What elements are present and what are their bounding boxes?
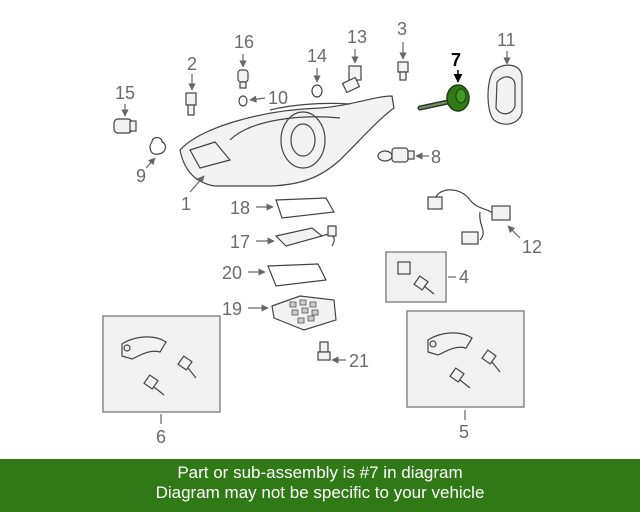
grommet-9-part[interactable] (149, 136, 167, 155)
bulb-10-part[interactable] (238, 95, 248, 107)
bulb-16-part[interactable] (237, 69, 249, 89)
highlighted-part-7[interactable] (417, 84, 470, 112)
leader-10 (249, 95, 266, 103)
notice-banner: Part or sub-assembly is #7 in diagram Di… (0, 459, 640, 512)
callout-7: 7 (451, 50, 461, 70)
callout-18: 18 (230, 198, 250, 218)
screw-3-part[interactable] (397, 61, 409, 81)
callout-5: 5 (459, 422, 469, 442)
callout-21: 21 (349, 351, 369, 371)
bolt-21-part[interactable] (317, 341, 331, 361)
callout-14: 14 (307, 46, 327, 66)
callout-15: 15 (115, 83, 135, 103)
wiring-harness-12-part[interactable] (427, 189, 511, 245)
banner-line-part-number: Part or sub-assembly is #7 in diagram (177, 463, 463, 482)
leader-9 (145, 157, 156, 169)
leader-1 (189, 175, 205, 193)
headlamp-assembly-part[interactable] (179, 95, 395, 187)
cover-11-part[interactable] (487, 64, 523, 125)
connector-13-part[interactable] (341, 65, 362, 94)
callout-16: 16 (234, 32, 254, 52)
callout-13: 13 (347, 27, 367, 47)
callout-3: 3 (397, 19, 407, 39)
callout-4: 4 (459, 267, 469, 287)
gasket-18-part[interactable] (275, 197, 335, 219)
ballast-19-part[interactable] (271, 295, 337, 331)
part-5-box[interactable] (406, 310, 525, 408)
callout-12: 12 (522, 237, 542, 257)
part-4-box[interactable] (385, 251, 447, 303)
callout-9: 9 (136, 166, 146, 186)
socket-15-part[interactable] (113, 118, 137, 134)
gasket-20-part[interactable] (267, 263, 327, 287)
callout-10: 10 (268, 88, 288, 108)
clip-and-bolt-4-part (397, 261, 435, 295)
callout-1: 1 (181, 194, 191, 214)
callout-17: 17 (230, 232, 250, 252)
module-17-part[interactable] (274, 225, 337, 247)
callout-20: 20 (222, 263, 242, 283)
callout-8: 8 (431, 147, 441, 167)
callout-6: 6 (156, 427, 166, 447)
callout-19: 19 (222, 299, 242, 319)
bulb-socket-8-part[interactable] (377, 147, 415, 163)
callout-11: 11 (497, 30, 516, 50)
bracket-kit-6-part (121, 336, 197, 396)
screw-2-part[interactable] (185, 92, 197, 116)
callout-2: 2 (187, 54, 197, 74)
o-ring-14-part[interactable] (311, 84, 323, 98)
part-6-box[interactable] (102, 315, 221, 413)
leader-12 (507, 225, 521, 239)
banner-line-disclaimer: Diagram may not be specific to your vehi… (155, 483, 485, 502)
bracket-kit-5-part (427, 332, 501, 389)
